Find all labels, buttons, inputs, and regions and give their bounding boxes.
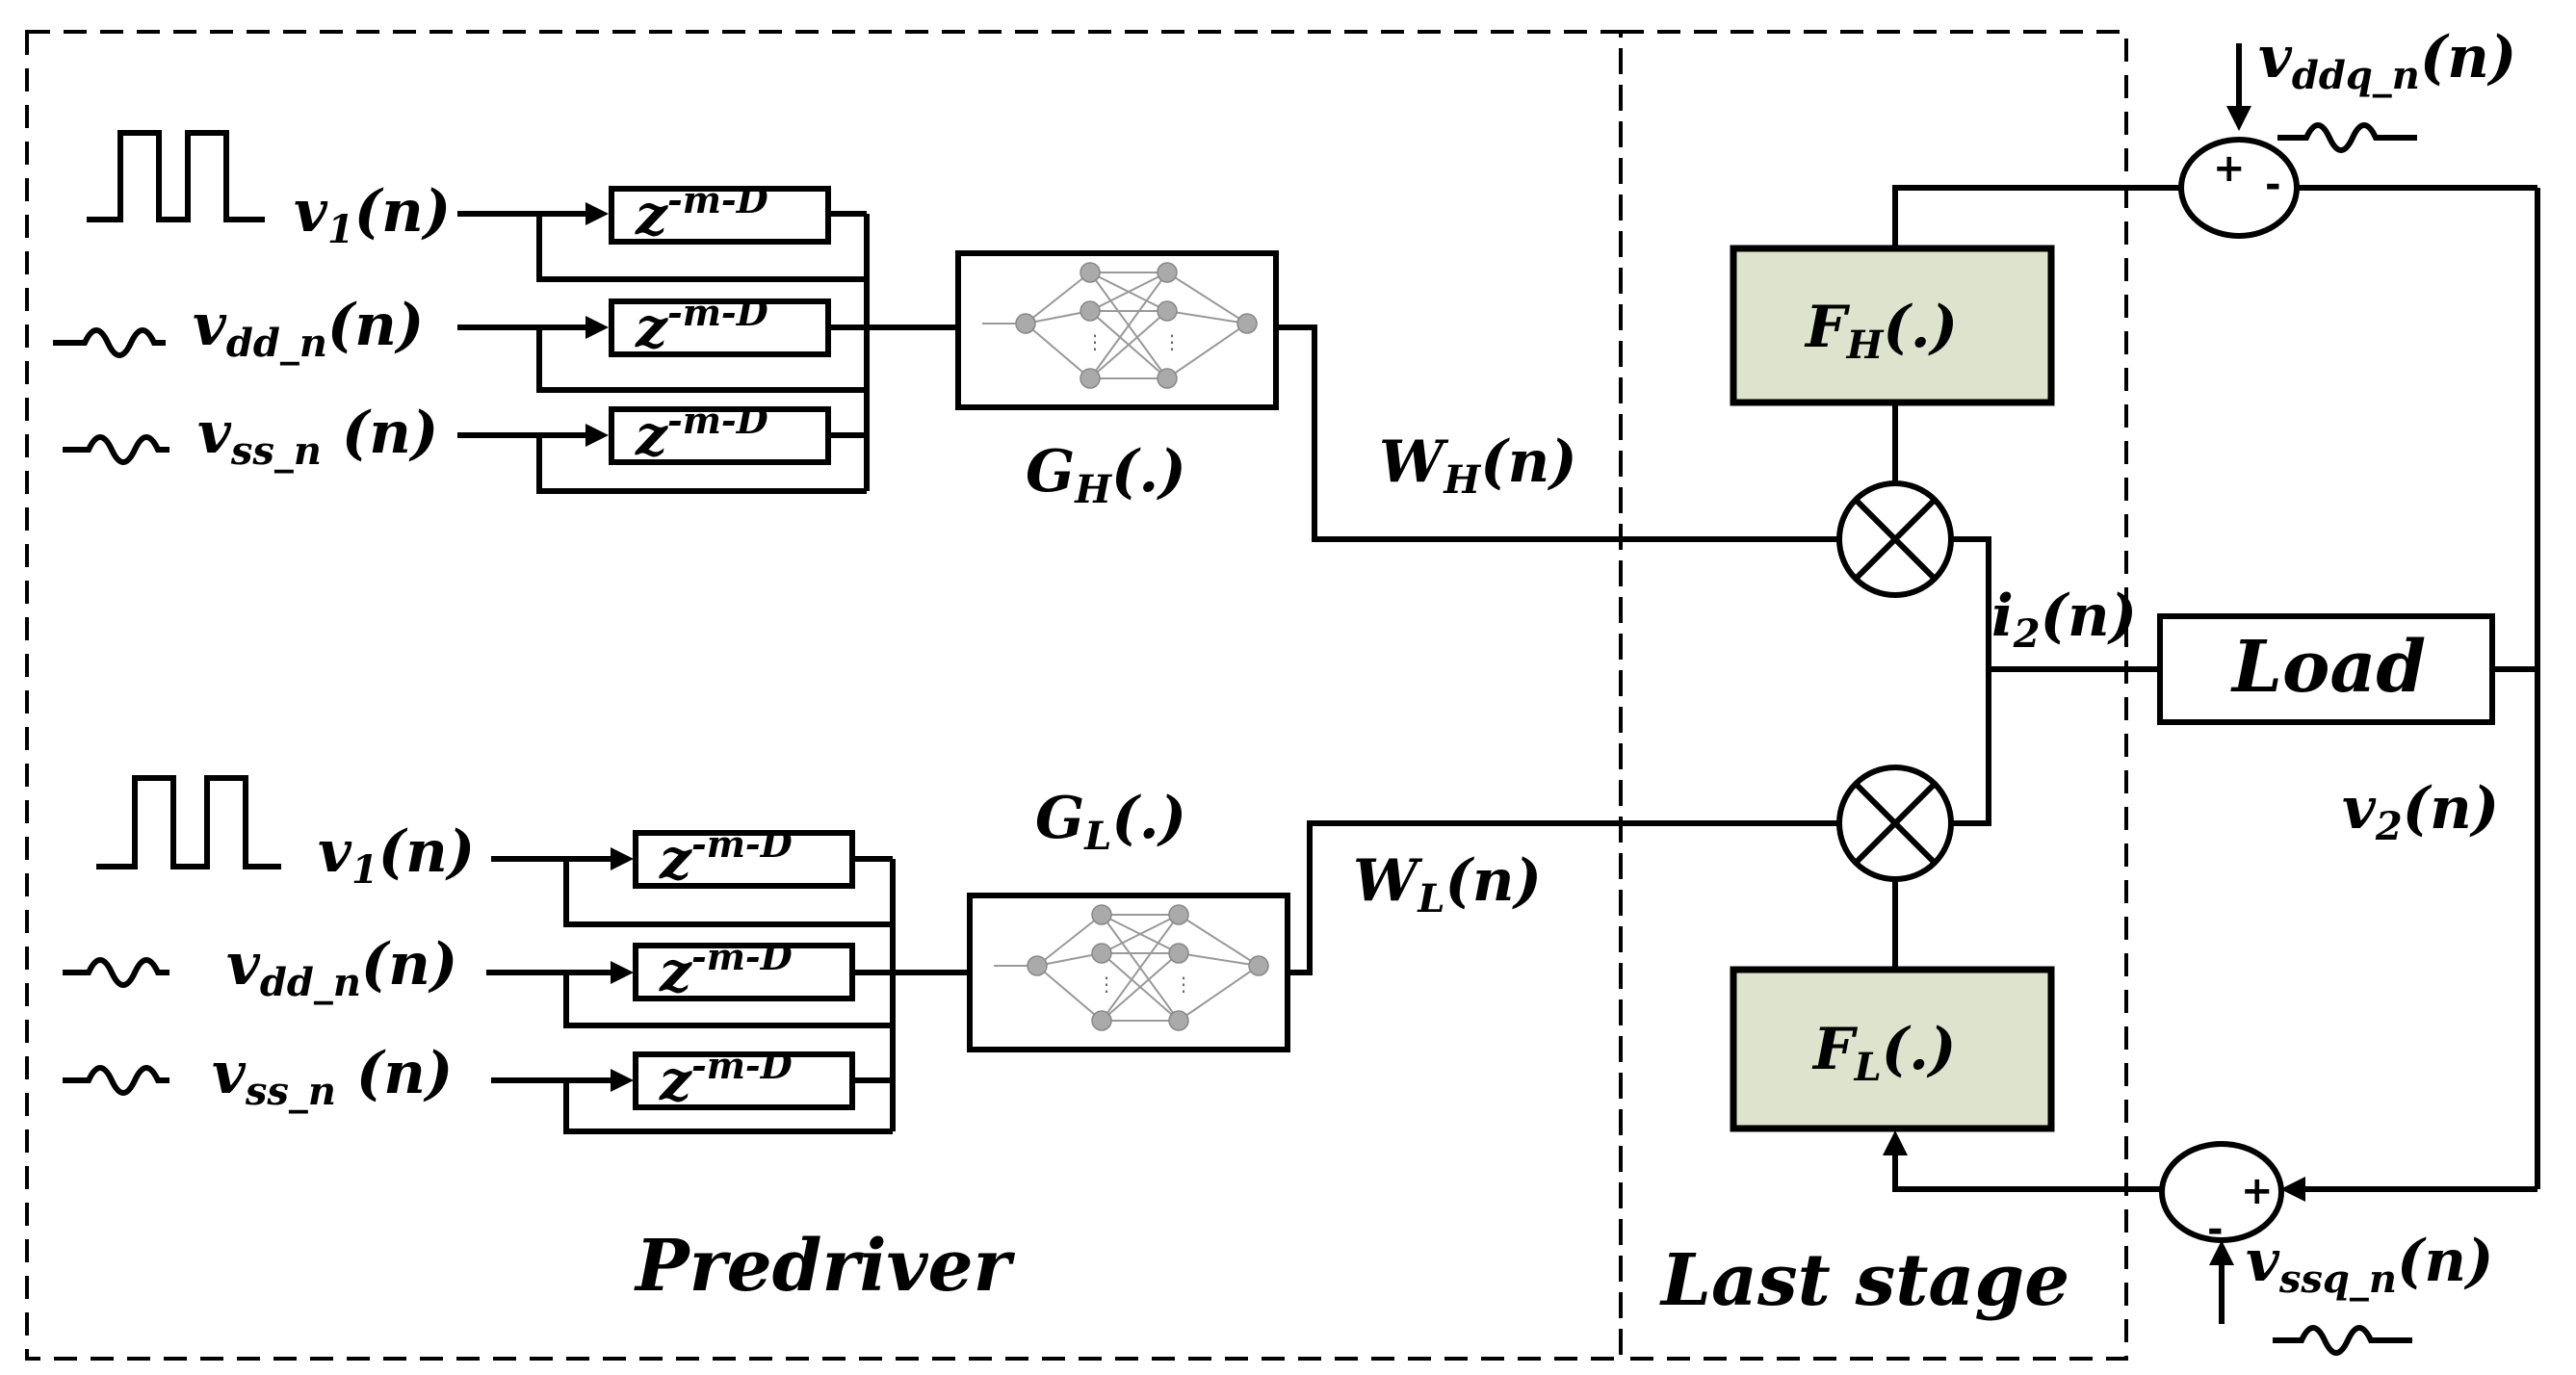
- input-label-vdd-bottom: vdd_n(n): [226, 931, 457, 1005]
- svg-text:z-m-D: z-m-D: [659, 822, 793, 892]
- neural-network-icon: ⋮ ⋮: [994, 904, 1269, 1031]
- input-label-vdd-top: vdd_n(n): [193, 292, 424, 366]
- svg-text:⋮: ⋮: [1174, 973, 1193, 996]
- label-vssq: vssq_n(n): [2246, 1228, 2493, 1302]
- top-input-wires: [457, 202, 958, 494]
- svg-text:⋮: ⋮: [1085, 330, 1105, 353]
- bottom-input-wires: [486, 847, 970, 1134]
- neural-network-icon: ⋮ ⋮: [982, 262, 1258, 389]
- load-block: [2157, 613, 2495, 725]
- predriver-region: [25, 30, 1623, 1361]
- delay-block-bottom-2: z-m-D: [633, 935, 855, 1004]
- load-label: Load: [2230, 626, 2426, 709]
- input-label-v1-top: v1(n): [294, 178, 451, 252]
- last-stage-wires: [1883, 43, 2540, 1324]
- delay-block-top-1: z-m-D: [609, 178, 831, 247]
- svg-text:z-m-D: z-m-D: [659, 1044, 793, 1113]
- summing-junction-bottom: + -: [2159, 1141, 2284, 1252]
- input-label-vss-top: vss_n (n): [197, 400, 438, 474]
- predriver-title: Predriver: [634, 1225, 1016, 1308]
- label-fh: FH(.): [1804, 294, 1958, 368]
- label-wh: WH(n): [1379, 428, 1577, 503]
- delay-block-bottom-1: z-m-D: [633, 822, 855, 892]
- svg-text:-: -: [2207, 1207, 2224, 1252]
- label-gl: GL(.): [1035, 785, 1186, 859]
- svg-text:z-m-D: z-m-D: [635, 291, 768, 360]
- multiplier-top: [1836, 480, 1954, 598]
- delay-block-top-3: z-m-D: [609, 399, 831, 468]
- svg-text:-: -: [2265, 163, 2281, 207]
- last-stage-region: [1619, 30, 2128, 1361]
- input-label-v1-bottom: v1(n): [318, 818, 475, 893]
- svg-text:z-m-D: z-m-D: [635, 399, 768, 468]
- label-i2: i2(n): [1991, 583, 2137, 657]
- wire-wl: [1288, 820, 1839, 975]
- label-fl: FL(.): [1811, 1016, 1956, 1090]
- summing-junction-top: + -: [2178, 137, 2300, 239]
- svg-text:z-m-D: z-m-D: [659, 935, 793, 1004]
- label-vddq: vddq_n(n): [2258, 24, 2516, 98]
- last-stage-title: Last stage: [1659, 1239, 2069, 1322]
- neural-network-block-gl: ⋮ ⋮: [967, 893, 1290, 1052]
- svg-text:z-m-D: z-m-D: [635, 178, 768, 247]
- delay-block-bottom-3: z-m-D: [633, 1044, 855, 1113]
- wire-wh: [1276, 324, 1839, 542]
- noise-waveform-icon-top-vdd: [53, 327, 166, 358]
- delay-block-top-2: z-m-D: [609, 291, 831, 360]
- input-label-vss-bottom: vss_n (n): [212, 1040, 453, 1114]
- neural-network-block-gh: ⋮ ⋮: [955, 250, 1279, 410]
- label-v2: v2(n): [2342, 775, 2499, 849]
- function-block-fl: [1730, 966, 2055, 1132]
- multiplier-bottom: [1836, 765, 1954, 882]
- noise-waveform-icon-bottom-vss: [63, 1065, 169, 1096]
- svg-text:⋮: ⋮: [1162, 330, 1182, 353]
- noise-waveform-icon-bottom-vdd: [63, 957, 169, 988]
- function-block-fh: [1730, 245, 2055, 406]
- noise-waveform-icon-vddq: [2277, 122, 2417, 153]
- noise-waveform-icon-top-vss: [63, 434, 169, 465]
- svg-text:⋮: ⋮: [1097, 973, 1116, 996]
- label-gh: GH(.): [1026, 438, 1186, 512]
- svg-text:+: +: [2213, 146, 2246, 191]
- svg-text:+: +: [2241, 1169, 2274, 1213]
- noise-waveform-icon-vssq: [2273, 1325, 2412, 1356]
- pulse-waveform-icon-top: [87, 130, 265, 222]
- pulse-waveform-icon-bottom: [96, 775, 281, 869]
- label-wl: WL(n): [1353, 847, 1542, 921]
